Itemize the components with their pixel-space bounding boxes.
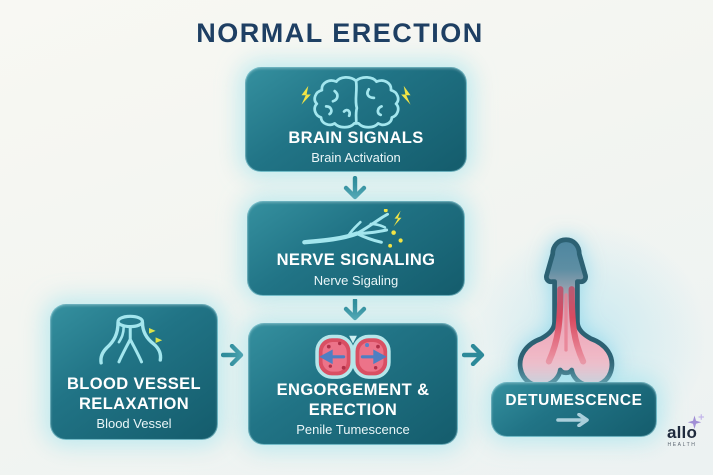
logo-subtext: HEALTH xyxy=(667,442,697,448)
lightning-bolt-icon xyxy=(301,85,411,105)
flow-arrow-brain-to-nerve xyxy=(343,176,367,200)
blood-vessel-relaxation-box: BLOOD VESSEL RELAXATION Blood Vessel xyxy=(50,304,218,440)
right-arrow-icon xyxy=(556,413,589,428)
box-sublabel: Penile Tumescence xyxy=(296,421,410,437)
penis-anatomy-illustration xyxy=(517,237,615,388)
nerve-signaling-box: NERVE SIGNALING Nerve Sigaling xyxy=(247,201,465,296)
notch xyxy=(349,335,357,344)
box-label: BRAIN SIGNALS xyxy=(288,128,424,147)
box-sublabel: Blood Vessel xyxy=(96,415,172,431)
detumescence-box: DETUMESCENCE xyxy=(491,382,657,437)
blood-vessel-icon xyxy=(99,314,163,365)
brain-icon xyxy=(301,76,411,129)
outward-arrows xyxy=(319,349,387,365)
spark-icon xyxy=(149,328,163,344)
logo-wordmark: allo xyxy=(666,423,698,442)
flow-arrow-nerve-to-engorgement xyxy=(343,299,367,321)
blood-vessels xyxy=(545,286,587,365)
box-sublabel: Nerve Sigaling xyxy=(313,272,399,288)
engorgement-erection-box: ENGORGEMENT & ERECTION Penile Tumescence xyxy=(248,323,458,445)
sparkle-icon xyxy=(687,414,705,429)
spark-icon xyxy=(383,209,403,248)
box-label: NERVE SIGNALING xyxy=(276,251,436,270)
page-title: NORMAL ERECTION xyxy=(196,18,484,48)
allo-logo: allo HEALTH xyxy=(655,414,709,448)
flow-arrow-engorgement-to-detumescence xyxy=(462,344,485,366)
box-sublabel: Brain Activation xyxy=(311,150,401,165)
box-label: DETUMESCENCE xyxy=(505,391,643,409)
nerve-branch-icon xyxy=(302,209,403,248)
flow-arrow-vessel-to-engorgement xyxy=(221,344,244,366)
penile-cross-section-icon xyxy=(315,334,391,379)
brain-signals-box: BRAIN SIGNALS Brain Activation xyxy=(245,67,467,172)
box-label: BLOOD VESSEL RELAXATION xyxy=(66,375,202,413)
box-label: ENGORGEMENT & ERECTION xyxy=(276,381,430,419)
